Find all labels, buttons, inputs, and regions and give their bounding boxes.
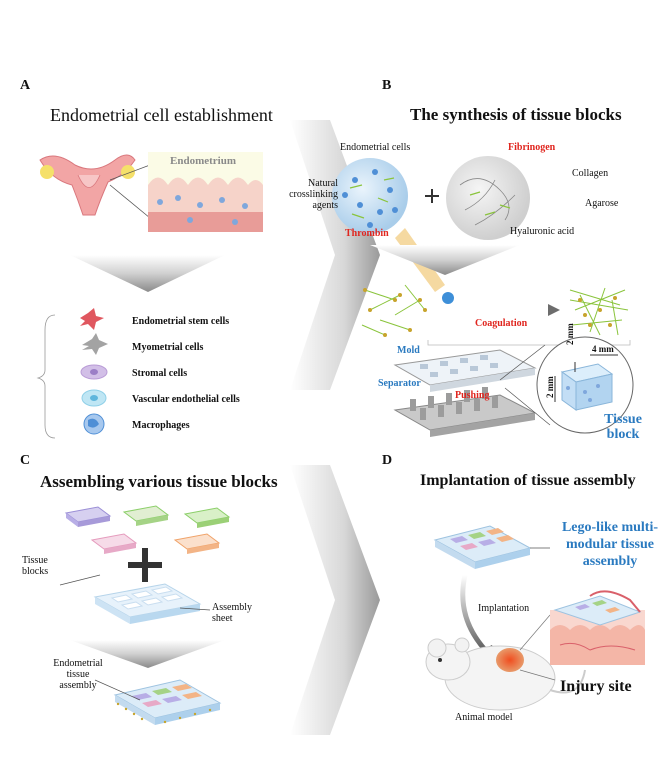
down-arrow-c	[70, 640, 225, 668]
tissue-block-pink	[90, 533, 138, 554]
endometrium-label: Endometrium	[170, 155, 236, 167]
label-thrombin: Thrombin	[345, 228, 389, 239]
panel-letter-b: B	[382, 78, 392, 93]
tissue-block-green-2	[183, 507, 231, 528]
myometrial-cell-icon	[82, 333, 108, 355]
label-agarose: Agarose	[585, 198, 619, 209]
down-arrow-a	[70, 255, 225, 292]
macrophage-icon	[83, 413, 105, 435]
panel-letter-c: C	[20, 453, 31, 468]
panel-c-title: Assembling various tissue blocks	[40, 472, 278, 491]
arrow-a-to-b	[290, 120, 380, 390]
label-mold: Mold	[397, 345, 420, 356]
endothelial-cell-icon	[81, 389, 107, 407]
injury-site-graphic	[550, 590, 645, 665]
label-endometrial-assembly: Endometrial tissue assembly	[53, 658, 103, 691]
uterus-illustration	[39, 154, 136, 216]
label-natural-crosslinking: Natural crosslinking agents	[289, 178, 338, 211]
label-tissue-blocks: Tissue blocks	[22, 555, 49, 577]
cell-label-myometrial: Myometrial cells	[132, 342, 204, 353]
panel-letter-d: D	[382, 453, 393, 468]
assembly-sheet-graphic	[93, 583, 202, 624]
label-assembly-sheet: Assembly sheet	[212, 602, 252, 624]
panel-a-title: Endometrial cell establishment	[50, 105, 273, 125]
panel-d-title: Implantation of tissue assembly	[420, 472, 636, 489]
label-hyaluronic-acid: Hyaluronic acid	[510, 226, 575, 237]
label-pushing: Pushing	[455, 390, 490, 401]
label-dim-c: 2 mm	[545, 376, 555, 398]
fibers-left	[361, 284, 426, 336]
endometrial-assembly-graphic	[113, 679, 222, 725]
cell-label-stem: Endometrial stem cells	[132, 316, 230, 327]
label-coagulation: Coagulation	[475, 318, 528, 329]
brace-a	[36, 314, 56, 439]
mouse-illustration	[425, 637, 586, 711]
cell-label-endothelial: Vascular endothelial cells	[132, 394, 240, 405]
arrow-c-to-d	[290, 465, 380, 735]
label-animal-model: Animal model	[455, 712, 513, 723]
stem-cell-icon	[80, 308, 104, 330]
label-collagen: Collagen	[572, 168, 609, 179]
tissue-block-orange	[173, 533, 221, 554]
label-dim-b: 4 mm	[592, 344, 614, 354]
tissue-block-purple	[64, 506, 112, 527]
label-implantation: Implantation	[478, 603, 530, 614]
label-dim-a: 2 mm	[565, 323, 575, 345]
label-fibrinogen: Fibrinogen	[508, 142, 556, 153]
panel-b-title: The synthesis of tissue blocks	[410, 105, 622, 124]
endometrium-inset	[148, 152, 263, 232]
matrix-sphere	[446, 156, 530, 240]
cells-sphere	[332, 158, 408, 234]
cell-label-macrophage: Macrophages	[132, 420, 190, 431]
cell-label-stromal: Stromal cells	[132, 368, 188, 379]
label-lego-assembly: Lego-like multi-modular tissue assembly	[561, 520, 659, 569]
tissue-block-green-1	[122, 505, 170, 526]
down-arrow-b	[370, 245, 520, 275]
panel-letter-a: A	[20, 78, 31, 93]
label-injury-site: Injury site	[560, 678, 632, 695]
lego-assembly-graphic	[433, 525, 532, 569]
label-separator: Separator	[378, 378, 421, 389]
fibers-right	[569, 287, 629, 336]
stromal-cell-icon	[80, 364, 108, 380]
label-tissue-block: Tissue block	[604, 412, 642, 443]
label-endometrial-cells: Endometrial cells	[340, 142, 411, 153]
